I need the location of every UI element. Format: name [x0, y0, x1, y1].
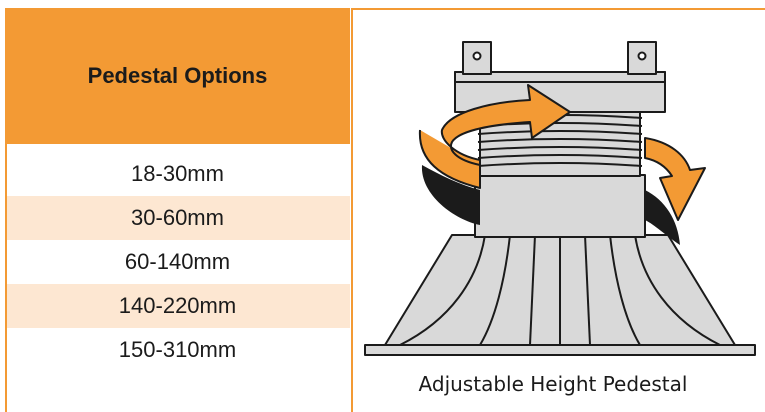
options-rows: 18-30mm 30-60mm 60-140mm 140-220mm 150-3…	[5, 152, 350, 372]
option-label: 150-310mm	[118, 337, 237, 362]
adjustable-pedestal-icon	[364, 41, 756, 356]
option-label: 60-140mm	[124, 249, 231, 274]
option-label: 30-60mm	[131, 205, 224, 230]
illustration-caption: Adjustable Height Pedestal	[418, 372, 688, 396]
option-label: 140-220mm	[118, 293, 237, 318]
panel-divider	[351, 8, 353, 412]
options-title: Pedestal Options	[87, 63, 268, 88]
option-row: 30-60mm	[5, 196, 350, 240]
options-header: Pedestal Options	[5, 8, 350, 144]
options-table: Pedestal Options 18-30mm 30-60mm 60-140m…	[5, 8, 350, 412]
table-left-border	[5, 144, 7, 412]
option-row: 150-310mm	[5, 328, 350, 372]
panel-top-border	[351, 8, 765, 10]
option-row: 18-30mm	[5, 152, 350, 196]
option-row: 60-140mm	[5, 240, 350, 284]
option-label: 18-30mm	[131, 161, 224, 186]
option-row: 140-220mm	[5, 284, 350, 328]
